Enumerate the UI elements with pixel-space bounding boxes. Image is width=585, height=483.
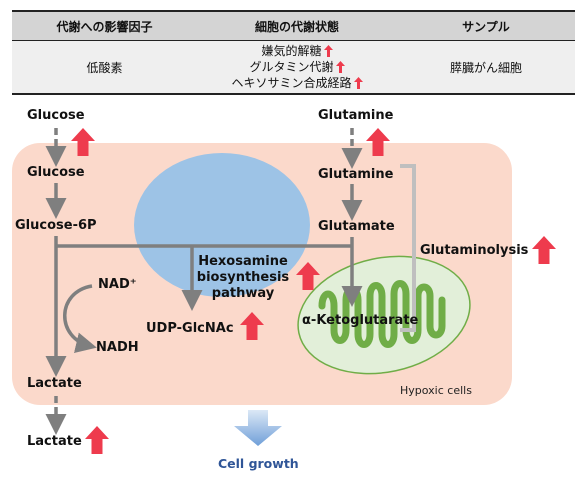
up-arrow-udp-glcnac	[240, 312, 264, 340]
up-arrow-hbp	[296, 262, 320, 290]
effect-item: ヘキソサミン合成経路	[231, 75, 363, 91]
cell-factor: 低酸素	[86, 60, 123, 75]
up-arrow-glutaminolysis	[532, 236, 556, 264]
label-glutamine-outside: Glutamine	[318, 108, 394, 123]
label-glucose-6p: Glucose-6P	[15, 218, 97, 233]
up-arrow-glutamine	[366, 128, 390, 156]
up-arrow-icon	[353, 77, 363, 89]
table-mid-rule	[12, 40, 575, 41]
effect-label: ヘキソサミン合成経路	[231, 76, 352, 90]
header-sample: サンプル	[462, 19, 510, 34]
nucleus-shape	[134, 153, 310, 297]
hbp-line: pathway	[211, 286, 275, 301]
label-cell-growth: Cell growth	[218, 456, 299, 471]
label-glucose-inside: Glucose	[27, 165, 85, 180]
effect-label: グルタミン代謝	[249, 60, 334, 74]
header-factor: 代謝への影響因子	[56, 19, 153, 34]
table-header-row	[12, 12, 575, 40]
label-hexosamine-pathway: Hexosamine biosynthesis pathway	[193, 254, 293, 302]
table-body-row	[12, 41, 575, 93]
label-nad: NAD⁺	[98, 277, 137, 292]
up-arrow-icon	[335, 61, 345, 73]
label-lactate-outside: Lactate	[27, 434, 82, 449]
table-bottom-rule	[12, 93, 575, 95]
label-lactate-inside: Lactate	[27, 376, 82, 391]
cell-sample: 膵臓がん細胞	[449, 60, 522, 75]
table-top-rule	[12, 10, 575, 12]
label-glutamine-inside: Glutamine	[318, 167, 394, 182]
effect-label: 嫌気的解糖	[261, 44, 322, 58]
label-glutaminolysis: Glutaminolysis	[420, 243, 529, 258]
up-arrow-glucose	[71, 128, 95, 156]
label-glutamate: Glutamate	[318, 219, 395, 234]
effect-item: グルタミン代謝	[249, 59, 345, 75]
hbp-line: Hexosamine	[198, 254, 288, 269]
metabolism-table: 代謝への影響因子 細胞の代謝状態 サンプル 低酸素 嫌気的解糖 グルタミン代謝 …	[12, 10, 575, 95]
label-udp-glcnac: UDP-GlcNAc	[146, 321, 234, 336]
label-hypoxic-cells: Hypoxic cells	[400, 384, 472, 397]
label-nadh: NADH	[96, 340, 139, 355]
hbp-line: biosynthesis	[196, 270, 290, 285]
cell-growth-arrow	[234, 410, 282, 446]
mitochondrion-shape	[297, 255, 471, 375]
up-arrow-lactate	[85, 426, 109, 454]
effect-item: 嫌気的解糖	[261, 43, 333, 59]
label-glucose-outside: Glucose	[27, 108, 85, 123]
header-metabolic-state: 細胞の代謝状態	[254, 19, 339, 34]
label-alpha-ketoglutarate: α-Ketoglutarate	[302, 313, 419, 328]
up-arrow-icon	[323, 45, 333, 57]
glutaminolysis-bracket	[400, 164, 416, 332]
cell-metabolic-effects: 嫌気的解糖 グルタミン代謝 ヘキソサミン合成経路	[197, 41, 397, 93]
arrow-nad-to-nadh	[63, 284, 97, 353]
